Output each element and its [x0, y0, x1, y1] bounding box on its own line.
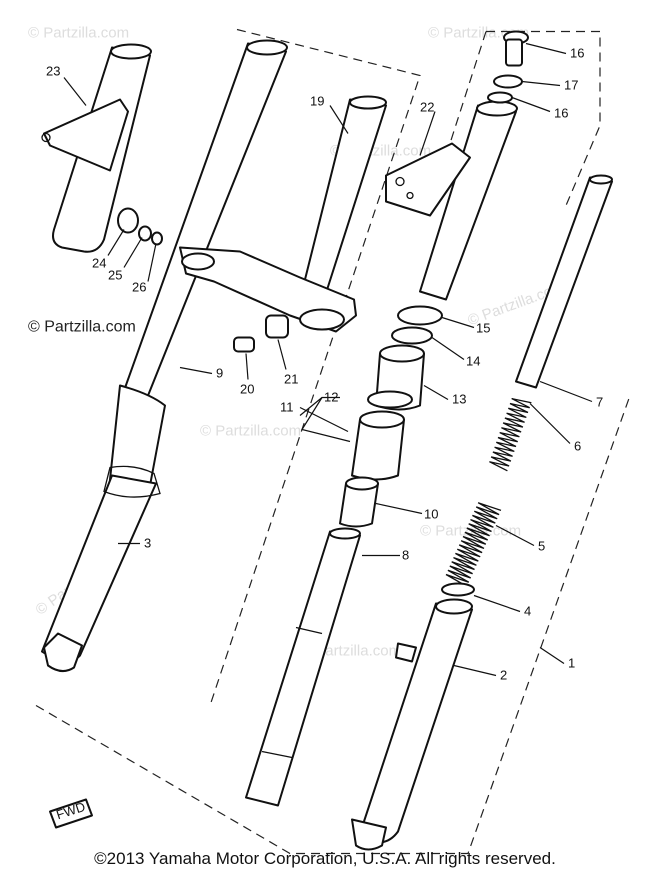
callout-6: 6	[574, 439, 581, 454]
watermark-partzilla-dark: © Partzilla.com	[28, 319, 136, 336]
callout-7: 7	[596, 395, 603, 410]
part-10-12-bushings	[339, 390, 413, 528]
callout-1: 1	[568, 656, 575, 671]
callout-19: 19	[310, 94, 324, 109]
callout-12: 12	[324, 390, 338, 405]
callout-9: 9	[216, 366, 223, 381]
part-23-bracket	[41, 43, 152, 253]
fwd-indicator: FWD	[49, 798, 93, 829]
callout-5: 5	[538, 539, 545, 554]
callout-numbers: 23 24 25 26 9 20 21 19 22 16 17 16 15 14…	[46, 46, 603, 683]
watermark-left-mid: © Partzilla.com	[420, 523, 521, 540]
part-24-26-washers	[117, 207, 163, 246]
callout-3: 3	[144, 536, 151, 551]
callout-23: 23	[46, 64, 60, 79]
callout-16-bottom: 16	[554, 106, 568, 121]
callout-13: 13	[452, 392, 466, 407]
watermark-top-left: © Partzilla.com	[28, 25, 129, 42]
spring-coil	[489, 397, 532, 472]
leader-lines	[63, 42, 593, 677]
callout-2: 2	[500, 668, 507, 683]
part-5-lower-spring	[445, 502, 502, 587]
part-9-left-fork-tube	[41, 39, 288, 672]
part-4-circlip	[441, 582, 475, 597]
part-16-17-cap-bolt	[487, 30, 529, 104]
callout-26: 26	[132, 280, 146, 295]
copyright-footer: ©2013 Yamaha Motor Corporation, U.S.A. A…	[94, 849, 556, 868]
callout-4: 4	[524, 604, 531, 619]
callout-11: 11	[280, 400, 294, 415]
callout-14: 14	[466, 354, 480, 369]
part-20-21-bolt	[233, 314, 289, 353]
callout-24: 24	[92, 256, 106, 271]
callout-15: 15	[476, 321, 490, 336]
callout-10: 10	[424, 507, 438, 522]
callout-25: 25	[108, 268, 122, 283]
part-7-damper-rod	[515, 174, 613, 389]
part-2-right-slider	[351, 598, 473, 851]
callout-8: 8	[402, 548, 409, 563]
part-19-fork-tube	[299, 95, 387, 307]
callout-16-top: 16	[570, 46, 584, 61]
callout-17: 17	[564, 78, 578, 93]
part-8-inner-tube	[245, 527, 361, 807]
lower-bracket	[179, 246, 357, 333]
callout-20: 20	[240, 382, 254, 397]
part-22-right-fork-tube	[385, 100, 518, 301]
callout-22: 22	[420, 100, 434, 115]
part-6-upper-spring	[489, 397, 532, 472]
callout-21: 21	[284, 372, 298, 387]
spring-coil	[445, 502, 502, 587]
watermark-center: © Partzilla.com	[200, 423, 301, 440]
